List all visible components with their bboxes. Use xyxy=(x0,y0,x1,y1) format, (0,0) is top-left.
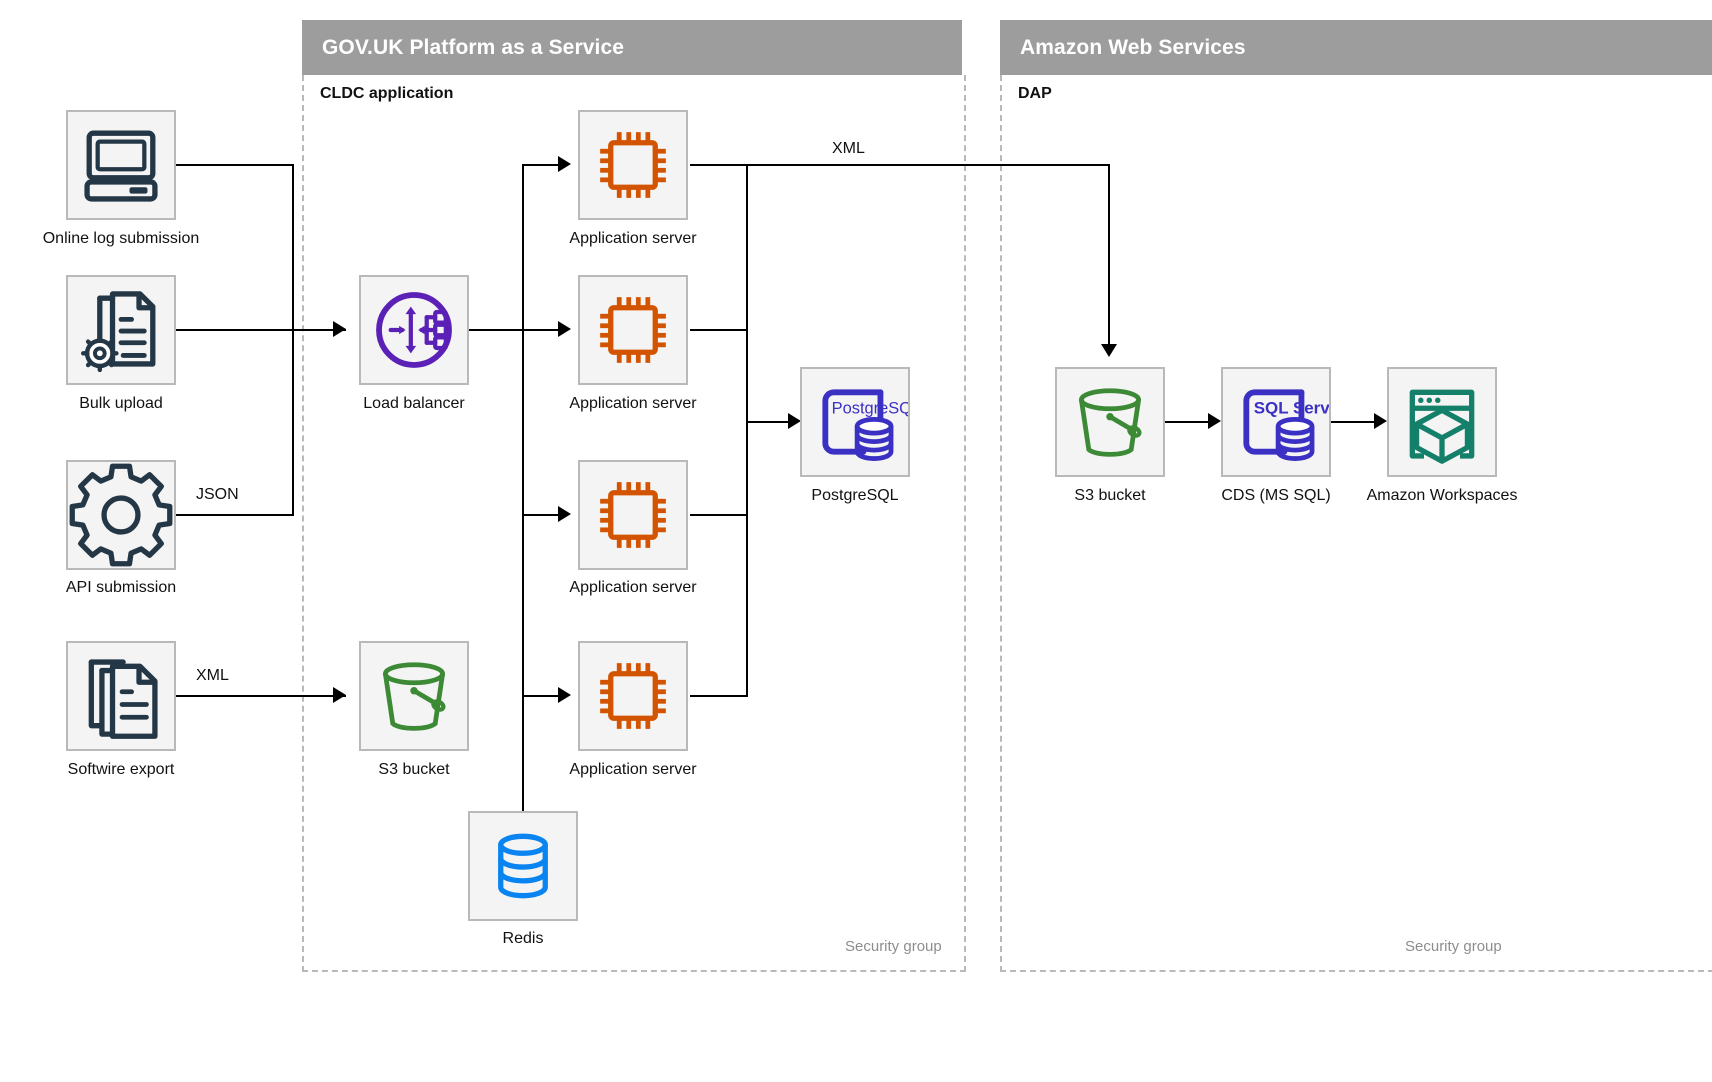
gear-icon xyxy=(68,462,174,568)
node-label: Online log submission xyxy=(42,230,200,247)
node-label: Application server xyxy=(569,230,697,247)
cpu-chip-icon xyxy=(580,112,686,218)
edge-cds-to-workspaces xyxy=(1331,421,1381,423)
node-label: Application server xyxy=(569,579,697,596)
security-group-title-dap: DAP xyxy=(1018,85,1052,102)
amazon-workspaces-icon xyxy=(1389,369,1495,475)
s3-bucket-icon xyxy=(361,643,467,749)
icon-box xyxy=(1055,367,1165,477)
node-label: S3 bucket xyxy=(1074,487,1146,504)
group-header-paas: GOV.UK Platform as a Service xyxy=(302,20,962,75)
edge-s3-to-cds xyxy=(1165,421,1215,423)
security-group-footer-dap: Security group xyxy=(1405,938,1502,955)
icon-box xyxy=(66,641,176,751)
arrow-into-load-balancer xyxy=(333,321,346,337)
icon-box xyxy=(66,460,176,570)
node-label: Bulk upload xyxy=(79,395,163,412)
load-balancer-icon xyxy=(361,277,467,383)
sql-server-icon: SQL Server xyxy=(1223,369,1329,475)
arrow-into-app-server-1 xyxy=(558,156,571,172)
icon-box xyxy=(66,275,176,385)
icon-box xyxy=(578,460,688,570)
security-group-title-cldc: CLDC application xyxy=(320,85,454,102)
documents-stack-icon xyxy=(68,643,174,749)
edge-app1-right xyxy=(690,164,748,166)
arrow-into-s3-aws xyxy=(1101,344,1117,357)
arrow-into-workspaces xyxy=(1374,413,1387,429)
icon-box: PostgreSQL xyxy=(800,367,910,477)
group-title-aws: Amazon Web Services xyxy=(1020,35,1246,59)
edge-label-xml-softwire: XML xyxy=(196,667,229,684)
edge-xml-to-aws xyxy=(746,164,1110,166)
postgresql-icon: PostgreSQL xyxy=(802,369,908,475)
security-group-cldc xyxy=(302,75,966,972)
edge-online-log-to-bus xyxy=(176,164,294,166)
node-label: Application server xyxy=(569,395,697,412)
group-header-aws: Amazon Web Services xyxy=(1000,20,1712,75)
edge-xml-down-to-s3 xyxy=(1108,164,1110,346)
node-label: Softwire export xyxy=(67,761,175,778)
icon-box xyxy=(359,641,469,751)
edge-bus-to-postgres xyxy=(746,421,792,423)
edge-app2-right xyxy=(690,329,748,331)
s3-bucket-icon xyxy=(1057,369,1163,475)
node-label: S3 bucket xyxy=(378,761,450,778)
cpu-chip-icon xyxy=(580,462,686,568)
edge-postgres-collector-bus xyxy=(746,164,748,695)
arrow-into-app-server-4 xyxy=(558,687,571,703)
icon-box xyxy=(468,811,578,921)
icon-box xyxy=(1387,367,1497,477)
edge-softwire-to-s3 xyxy=(176,695,346,697)
sql-server-icon-text: SQL Server xyxy=(1254,399,1329,418)
arrow-into-s3-paas xyxy=(333,687,346,703)
cpu-chip-icon xyxy=(580,643,686,749)
icon-box: SQL Server xyxy=(1221,367,1331,477)
redis-database-icon xyxy=(470,813,576,919)
edge-app3-right xyxy=(690,514,748,516)
edge-bus-to-app3 xyxy=(522,514,562,516)
edge-app4-right xyxy=(690,695,748,697)
node-label: Amazon Workspaces xyxy=(1366,487,1518,504)
edge-lb-bus-vertical xyxy=(522,164,524,801)
edge-api-to-bus xyxy=(176,514,294,516)
postgresql-icon-text: PostgreSQL xyxy=(832,400,908,418)
edge-bus-to-app1 xyxy=(522,164,562,166)
node-label: CDS (MS SQL) xyxy=(1221,487,1331,504)
group-title-paas: GOV.UK Platform as a Service xyxy=(322,35,624,59)
edge-label-json: JSON xyxy=(196,486,239,503)
arrow-into-app-server-3 xyxy=(558,506,571,522)
edge-bus-to-app4 xyxy=(522,695,562,697)
edge-label-xml-to-s3: XML xyxy=(832,140,865,157)
icon-box xyxy=(66,110,176,220)
icon-box xyxy=(578,110,688,220)
icon-box xyxy=(359,275,469,385)
desktop-computer-icon xyxy=(68,112,174,218)
icon-box xyxy=(578,641,688,751)
node-label: Redis xyxy=(502,930,544,947)
security-group-dap xyxy=(1000,75,1712,972)
security-group-footer-cldc: Security group xyxy=(845,938,942,955)
edge-redis-to-bus xyxy=(522,695,524,813)
node-label: PostgreSQL xyxy=(811,487,899,504)
edge-bus-to-app2 xyxy=(522,329,562,331)
arrow-into-postgresql xyxy=(788,413,801,429)
arrow-into-app-server-2 xyxy=(558,321,571,337)
edge-bus-vertical-left xyxy=(292,164,294,514)
cpu-chip-icon xyxy=(580,277,686,383)
node-label: API submission xyxy=(65,579,177,596)
arrow-into-cds xyxy=(1208,413,1221,429)
edge-bulk-upload-to-lb xyxy=(176,329,346,331)
node-label: Load balancer xyxy=(363,395,465,412)
icon-box xyxy=(578,275,688,385)
node-label: Application server xyxy=(569,761,697,778)
edge-lb-out xyxy=(469,329,524,331)
document-gear-icon xyxy=(68,277,174,383)
